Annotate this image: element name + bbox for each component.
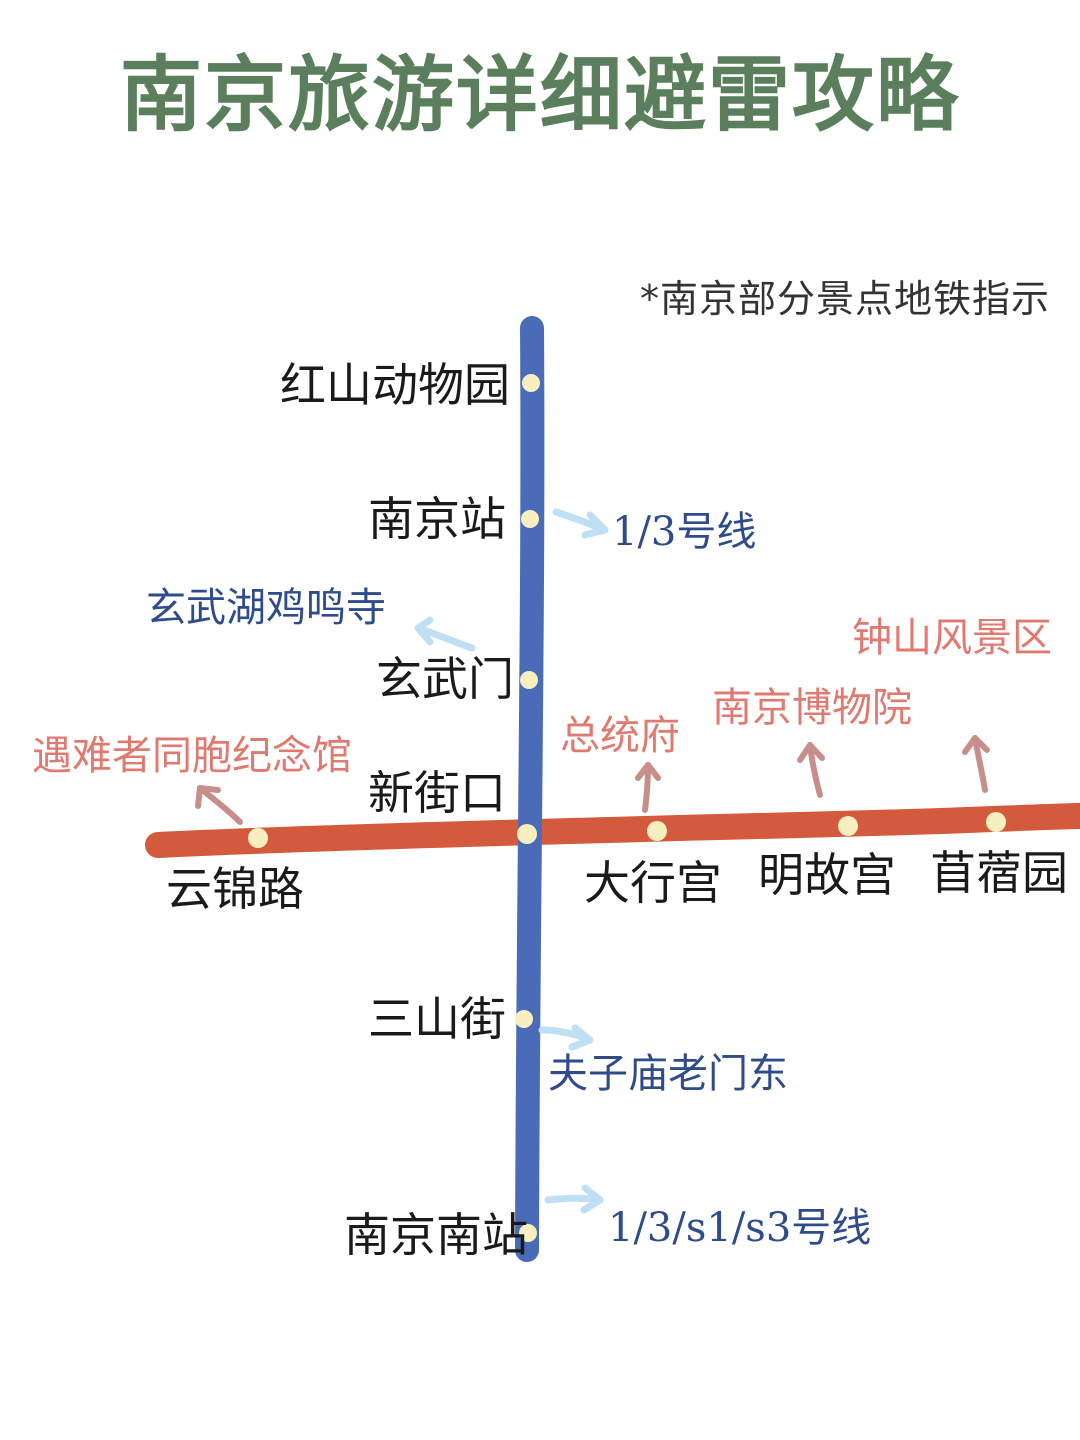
attraction-zongtongfu: 总统府: [560, 713, 680, 759]
arrow-to-line13-icon: [552, 508, 609, 539]
station-label-nanjing-nanzhan: 南京南站: [344, 1208, 528, 1262]
station-dot-muxuyuan: [986, 812, 1006, 832]
station-label-hongshan: 红山动物园: [280, 358, 510, 412]
station-dot-nanjing-zhan: [521, 510, 539, 528]
station-dot-hongshan: [522, 374, 540, 392]
station-label-nanjing-zhan: 南京站: [368, 492, 506, 546]
attraction-line13: 1/3号线: [612, 509, 757, 555]
metro-line-blue: [515, 316, 545, 1262]
station-dot-xuanwumen: [520, 671, 538, 689]
station-label-daxinggong: 大行宫: [584, 856, 722, 910]
station-dot-xinjiekou: [517, 824, 537, 844]
attraction-line13s1s3: 1/3/s1/s3号线: [608, 1205, 872, 1251]
station-label-minggugong: 明故宫: [758, 848, 896, 902]
arrow-to-zongtongfu-icon: [635, 762, 661, 813]
attraction-memorial: 遇难者同胞纪念馆: [32, 733, 352, 779]
station-dot-yunjinlu: [248, 828, 268, 848]
attraction-zhongshan: 钟山风景区: [852, 615, 1052, 661]
station-dot-minggugong: [838, 816, 858, 836]
attraction-fuzimiao: 夫子庙老门东: [548, 1051, 788, 1097]
map-subtitle: *南京部分景点地铁指示: [640, 277, 1051, 321]
attraction-xuanwuhu: 玄武湖鸡鸣寺: [146, 585, 386, 631]
station-label-yunjinlu: 云锦路: [166, 862, 304, 916]
arrow-to-memorial-icon: [195, 785, 243, 825]
metro-line-red: [145, 803, 1080, 858]
arrow-to-xuanwuhu-icon: [414, 616, 476, 652]
station-dot-sanshanjie: [515, 1010, 533, 1028]
arrow-to-fuzimiao-icon: [538, 1024, 594, 1051]
station-label-muxuyuan: 苜蓿园: [930, 846, 1068, 900]
arrow-to-line13s1s3-icon: [544, 1184, 604, 1214]
attraction-museum: 南京博物院: [712, 685, 912, 731]
arrow-to-zhongshan-icon: [962, 735, 990, 793]
arrow-to-museum-icon: [797, 742, 825, 798]
station-label-sanshanjie: 三山街: [368, 992, 506, 1046]
station-dot-nanjing-nanzhan: [519, 1224, 537, 1242]
station-label-xinjiekou: 新街口: [368, 766, 506, 820]
station-label-xuanwumen: 玄武门: [376, 652, 514, 706]
page-title: 南京旅游详细避雷攻略: [119, 48, 960, 143]
station-dot-daxinggong: [647, 821, 667, 841]
